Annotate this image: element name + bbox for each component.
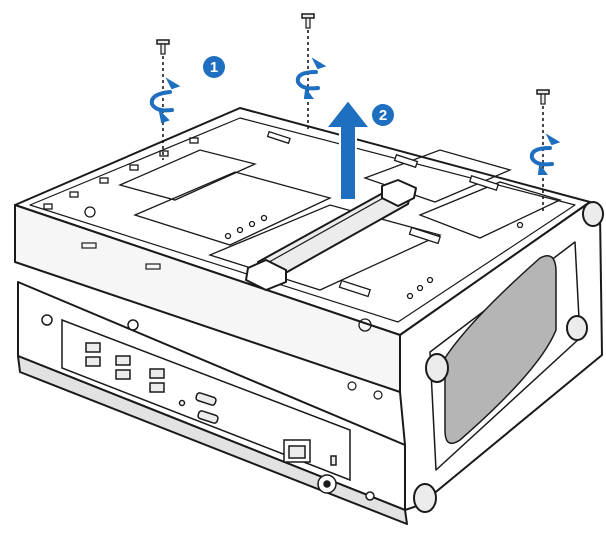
screw-icon bbox=[536, 89, 550, 212]
step-badge-icon bbox=[372, 104, 394, 126]
screw-icon bbox=[156, 39, 170, 160]
cover-hole bbox=[260, 214, 268, 222]
step-number-2: 2 bbox=[379, 107, 387, 124]
foot bbox=[582, 201, 604, 227]
cover-hole bbox=[248, 220, 256, 228]
io-panel-screw bbox=[41, 314, 53, 326]
cover-hole bbox=[84, 206, 96, 218]
foot bbox=[413, 483, 437, 513]
cover-hole bbox=[426, 276, 434, 284]
cover-hole bbox=[224, 232, 232, 240]
front-band-details bbox=[81, 242, 383, 400]
io-panel-screw bbox=[127, 319, 139, 331]
cover-tab bbox=[99, 177, 109, 184]
power-led bbox=[330, 455, 337, 466]
cover-tab bbox=[43, 203, 53, 210]
rotate-arrow-icon bbox=[149, 77, 181, 124]
band-screw bbox=[347, 381, 357, 391]
display-port bbox=[195, 392, 217, 406]
cover-tab bbox=[129, 164, 139, 171]
io-panel bbox=[41, 314, 375, 501]
usb-port-icon bbox=[115, 355, 131, 380]
screw-group bbox=[156, 13, 550, 212]
lift-arrow-icon bbox=[323, 98, 373, 201]
cover-slot bbox=[408, 226, 442, 245]
screw-icon bbox=[301, 13, 315, 132]
rj45-port-icon bbox=[283, 439, 311, 463]
cover-slot bbox=[338, 279, 372, 298]
band-screw bbox=[373, 390, 383, 400]
band-slot bbox=[145, 263, 161, 270]
usb-port-icon bbox=[85, 342, 101, 367]
side-vent bbox=[444, 255, 557, 445]
cover-hole bbox=[416, 284, 424, 292]
panel-screw bbox=[365, 491, 375, 501]
display-port bbox=[197, 410, 219, 424]
step-badge-icon bbox=[203, 56, 225, 78]
cover-hole bbox=[516, 221, 524, 229]
usb-port-icon bbox=[149, 368, 165, 393]
step-number-1: 1 bbox=[210, 59, 218, 76]
handle-top-edge bbox=[261, 191, 395, 267]
handle-grip-end bbox=[381, 179, 417, 207]
step-badge-1: 1 bbox=[203, 56, 225, 78]
cover-tab bbox=[159, 150, 169, 157]
cover-panel bbox=[118, 149, 257, 201]
audio-jack bbox=[178, 399, 186, 407]
cover-hole bbox=[236, 226, 244, 234]
rubber-feet bbox=[413, 201, 604, 513]
front-bottom-edge bbox=[17, 355, 408, 525]
cover-slot bbox=[393, 153, 419, 169]
rotate-arrow-icon bbox=[529, 133, 561, 175]
step-badge-2: 2 bbox=[372, 104, 394, 126]
handle-grip-end bbox=[245, 259, 287, 291]
cover-tab bbox=[189, 137, 199, 144]
cover-panel bbox=[133, 171, 332, 246]
rotate-arrow-group bbox=[149, 57, 561, 175]
carry-handle bbox=[245, 179, 417, 291]
cover-hole bbox=[358, 318, 372, 332]
power-jack-inner bbox=[323, 480, 331, 488]
cover-slot bbox=[468, 175, 500, 191]
rotate-arrow-icon bbox=[295, 57, 327, 99]
cover-tab bbox=[69, 191, 79, 198]
cover-slot bbox=[266, 130, 291, 145]
cover-panel bbox=[418, 181, 562, 239]
cover-hole bbox=[406, 292, 414, 300]
foot bbox=[425, 353, 449, 383]
band-slot bbox=[81, 242, 97, 249]
foot bbox=[566, 315, 588, 341]
